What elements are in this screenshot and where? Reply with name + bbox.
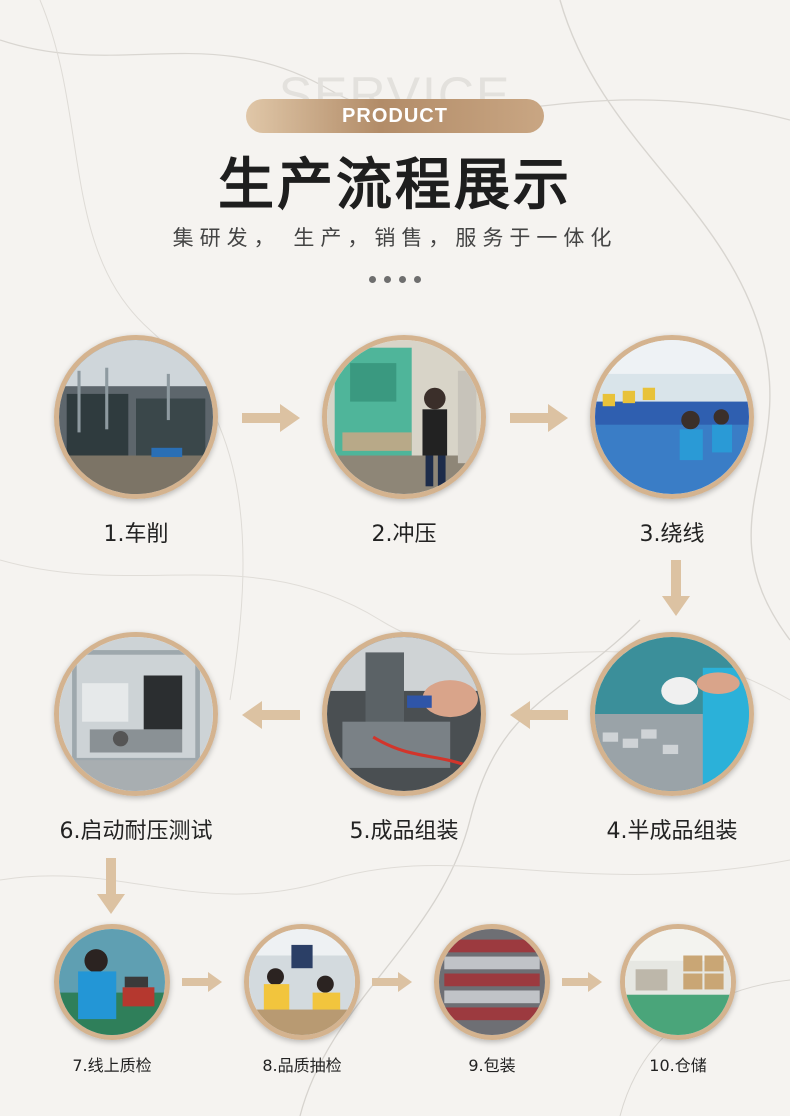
step-label: 2.冲压 — [371, 522, 437, 547]
finished-assembly-photo — [322, 632, 486, 796]
arrow-left-icon — [242, 701, 300, 729]
arrow-right-icon — [372, 972, 412, 992]
step-label: 1.车削 — [103, 522, 169, 547]
step-label: 5.成品组装 — [349, 819, 459, 844]
step-label: 10.仓储 — [649, 1056, 707, 1075]
quality-sampling-photo — [244, 924, 360, 1040]
step-label: 6.启动耐压测试 — [59, 819, 213, 844]
arrow-right-icon — [510, 404, 568, 432]
step-warehouse: 10.仓储 — [620, 924, 736, 1075]
stamping-photo — [322, 335, 486, 499]
arrow-down-icon — [97, 858, 125, 914]
step-label: 4.半成品组装 — [606, 819, 738, 844]
startup-test-photo — [54, 632, 218, 796]
step-stamping: 2.冲压 — [322, 335, 486, 547]
step-startup-test: 6.启动耐压测试 — [54, 632, 218, 844]
decorative-dots — [369, 276, 421, 284]
step-inline-inspection: 7.线上质检 — [54, 924, 170, 1075]
arrow-down-icon — [662, 560, 690, 616]
step-label: 8.品质抽检 — [262, 1056, 342, 1075]
step-label: 3.绕线 — [639, 522, 705, 547]
semi-assembly-photo — [590, 632, 754, 796]
step-turning: 1.车削 — [54, 335, 218, 547]
step-label: 9.包装 — [468, 1056, 516, 1075]
page-title: 生产流程展示 — [218, 153, 572, 218]
product-badge: PRODUCT — [246, 99, 544, 133]
step-quality-sampling: 8.品质抽检 — [244, 924, 360, 1075]
step-winding: 3.绕线 — [590, 335, 754, 547]
arrow-right-icon — [242, 404, 300, 432]
step-semi-assembly: 4.半成品组装 — [590, 632, 754, 844]
inline-inspection-photo — [54, 924, 170, 1040]
arrow-right-icon — [182, 972, 222, 992]
packaging-photo — [434, 924, 550, 1040]
arrow-right-icon — [562, 972, 602, 992]
page-subtitle: 集研发， 生产，销售，服务于一体化 — [172, 226, 618, 250]
winding-photo — [590, 335, 754, 499]
step-packaging: 9.包装 — [434, 924, 550, 1075]
arrow-left-icon — [510, 701, 568, 729]
step-finished-assembly: 5.成品组装 — [322, 632, 486, 844]
step-label: 7.线上质检 — [72, 1056, 152, 1075]
turning-photo — [54, 335, 218, 499]
warehouse-photo — [620, 924, 736, 1040]
